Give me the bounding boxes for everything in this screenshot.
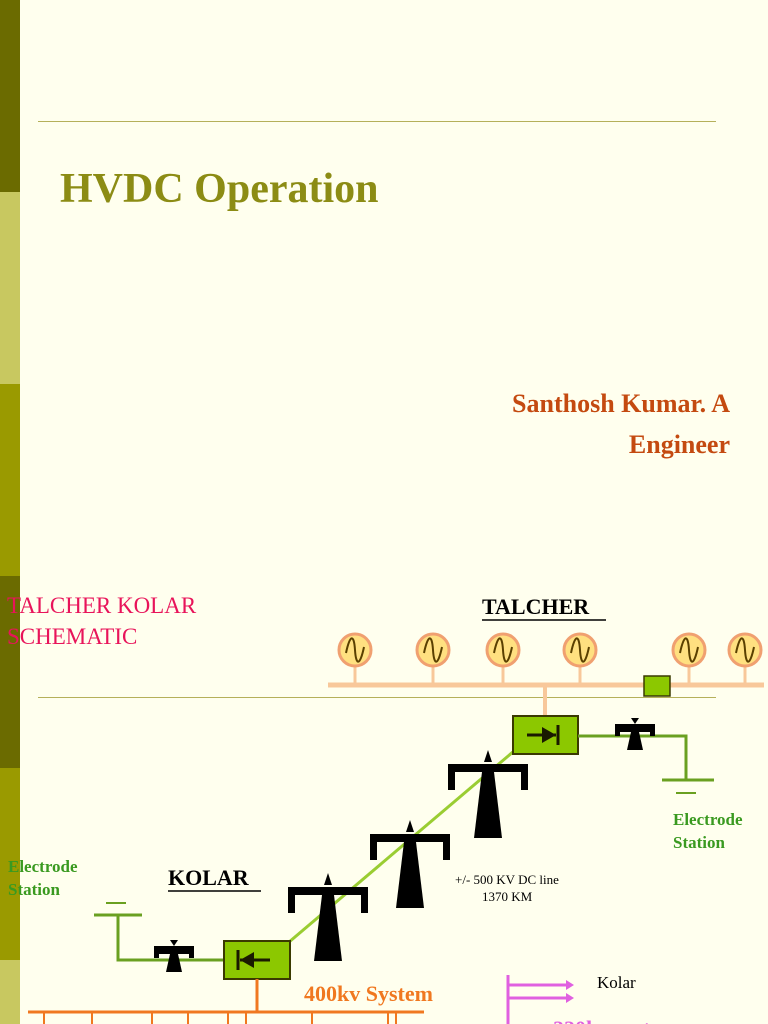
generator-icon [337, 632, 373, 685]
generator-icon [485, 632, 521, 685]
generator-icon [727, 632, 763, 685]
author-block: Santhosh Kumar. A Engineer [512, 383, 730, 465]
sidebar-decoration [0, 0, 20, 1024]
electrode-line-left [116, 915, 224, 962]
talcher-label: TALCHER [482, 594, 590, 619]
generator-icon [562, 632, 598, 685]
schematic-heading: TALCHER KOLAR SCHEMATIC [7, 590, 196, 652]
electrode-label-right-2: Station [673, 833, 726, 852]
schematic-heading-line2: SCHEMATIC [7, 624, 138, 649]
slide-title: HVDC Operation [60, 166, 379, 212]
kolar-label: KOLAR [168, 865, 250, 890]
transmission-tower-icon [615, 718, 655, 750]
bus-coupler [643, 675, 671, 697]
electrode-line-right [578, 734, 688, 780]
top-rule [38, 121, 716, 122]
author-role: Engineer [628, 430, 730, 459]
converter-icon [512, 715, 579, 755]
transmission-tower-icon [448, 750, 528, 838]
electrode-label-right-1: Electrode [673, 810, 743, 829]
middle-rule [38, 697, 716, 698]
electrode-label-left-2: Station [8, 880, 61, 899]
author-name: Santhosh Kumar. A [512, 389, 730, 418]
dc-line-label: +/- 500 KV DC line [455, 872, 559, 887]
transmission-tower-icon [154, 940, 194, 972]
electrode-label-left-1: Electrode [8, 857, 78, 876]
converter-icon [223, 940, 291, 980]
generator-icon [415, 632, 451, 685]
schematic-heading-line1: TALCHER KOLAR [7, 593, 197, 618]
system-400kv-label: 400kv System [304, 981, 433, 1006]
kolar-small-label: Kolar [597, 973, 636, 992]
generator-icon [671, 632, 707, 685]
dc-line-length: 1370 KM [482, 889, 533, 904]
system-220kv-label: 220kv system [553, 1016, 678, 1024]
